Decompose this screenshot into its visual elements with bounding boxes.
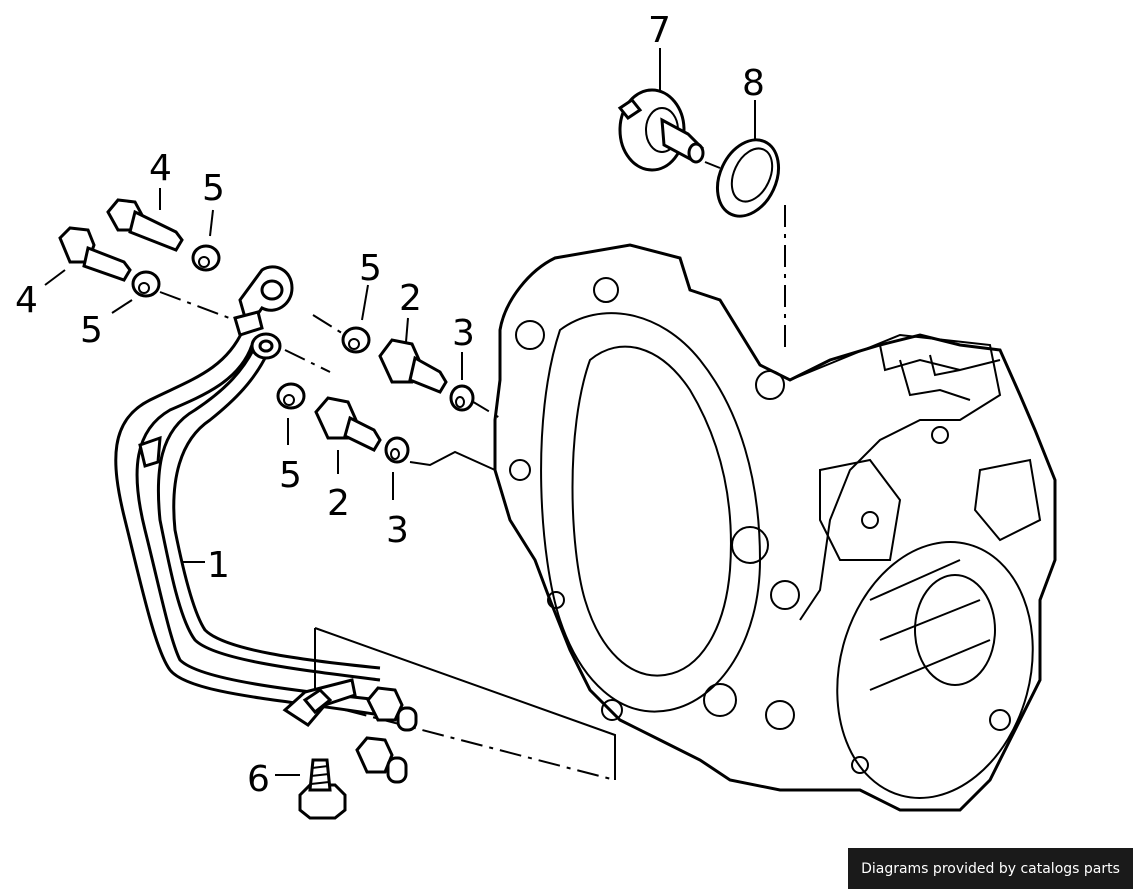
- callout-2-upper: 2: [399, 278, 422, 319]
- credit-text: Diagrams provided by catalogs parts: [861, 860, 1120, 877]
- flange-shaft: [617, 88, 705, 172]
- seal-ring-union-upper: [449, 384, 475, 412]
- callout-labels: 1 2 2 3 3 4 4 5 5 5 5 6 7 8: [15, 10, 765, 800]
- shaft-seal: [716, 138, 780, 218]
- callout-2-lower: 2: [327, 483, 350, 524]
- seal-ring-c: [341, 326, 371, 354]
- credit-banner: Diagrams provided by catalogs parts: [848, 848, 1133, 889]
- callout-8: 8: [742, 63, 765, 104]
- callout-6: 6: [247, 759, 270, 800]
- callout-3-lower: 3: [386, 510, 409, 551]
- callout-5-left: 5: [80, 310, 103, 351]
- callout-5-mid: 5: [359, 248, 382, 289]
- callout-4-upper: 4: [149, 148, 172, 189]
- banjo-bolt-lower: [58, 226, 132, 282]
- callout-5-low: 5: [279, 455, 302, 496]
- union-piece-lower: [314, 396, 382, 452]
- callout-1: 1: [207, 545, 230, 586]
- pipe-end-nut-upper: [366, 686, 418, 732]
- pipe-end-nut-lower: [355, 736, 408, 784]
- callout-5-top: 5: [202, 168, 225, 209]
- leader-lines: [159, 161, 786, 781]
- seal-ring-d: [276, 382, 306, 410]
- callout-4-lower: 4: [15, 280, 38, 321]
- callout-7: 7: [648, 10, 671, 51]
- seal-ring-b: [131, 270, 161, 298]
- oil-cooler-pipes: [114, 265, 381, 727]
- banjo-bolt-upper: [106, 198, 184, 252]
- bracket-bolt: [298, 758, 347, 820]
- seal-ring-a: [191, 244, 221, 272]
- union-piece-upper: [378, 338, 448, 394]
- seal-ring-union-lower: [384, 436, 410, 464]
- callout-3-upper: 3: [452, 313, 475, 354]
- transmission-housing: [493, 243, 1057, 812]
- callout-ticks: [44, 48, 756, 776]
